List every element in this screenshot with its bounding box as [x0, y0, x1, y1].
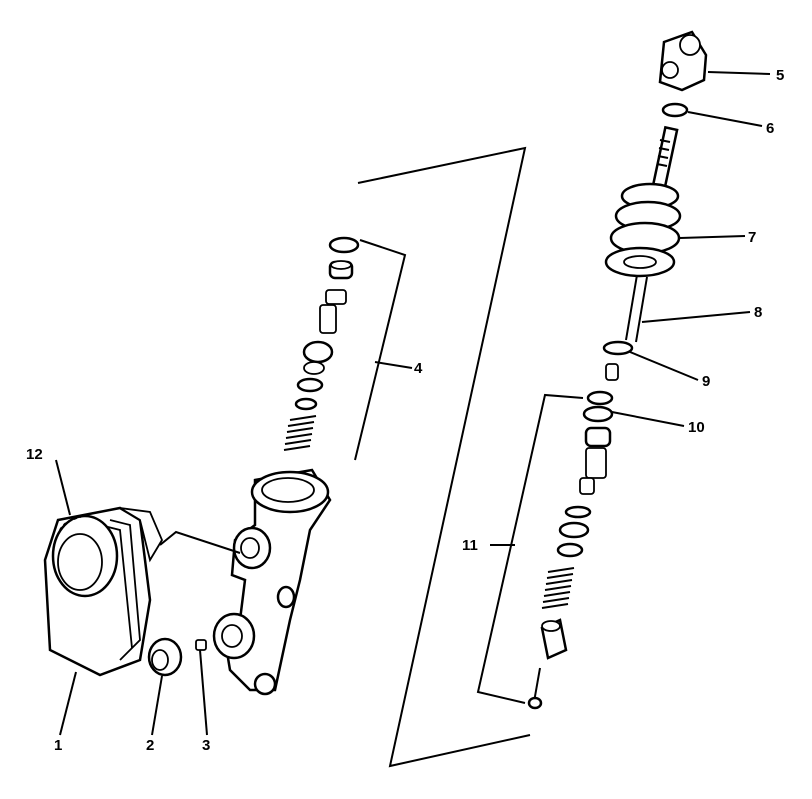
dust-boot: [604, 182, 682, 278]
callout-5: 5: [776, 67, 784, 84]
callout-2: 2: [146, 737, 154, 754]
reservoir-to-body-leader: [159, 530, 241, 554]
kit-bracket-11: [476, 393, 584, 704]
fluid-reservoir: [43, 506, 164, 677]
retaining-pin: [195, 639, 207, 651]
rod-washer: [602, 340, 634, 356]
callout-leaders: [55, 71, 771, 736]
callout-10: 10: [688, 419, 705, 436]
pushrod-clevis: [658, 30, 708, 92]
clevis-nut: [661, 102, 689, 118]
callout-labels: 1 2 3 4 5 6 7 8 9 10 11 12: [26, 67, 784, 754]
callout-7: 7: [748, 229, 756, 246]
callout-3: 3: [202, 737, 210, 754]
rod-retainer: [605, 363, 619, 381]
assembly-outline: [357, 146, 531, 768]
callout-9: 9: [702, 373, 710, 390]
seal-kit-column: [283, 236, 360, 451]
kit-bracket-4: [354, 239, 407, 461]
master-cylinder-body: [212, 468, 332, 696]
leader-4: [374, 361, 413, 369]
secondary-seal-kit-column: [527, 390, 614, 710]
callout-6: 6: [766, 120, 774, 137]
callout-11: 11: [462, 537, 478, 554]
callout-4: 4: [414, 360, 423, 377]
callout-8: 8: [754, 304, 762, 321]
callout-1: 1: [54, 737, 62, 754]
reservoir-grommet: [147, 637, 183, 677]
callout-12: 12: [26, 446, 43, 463]
